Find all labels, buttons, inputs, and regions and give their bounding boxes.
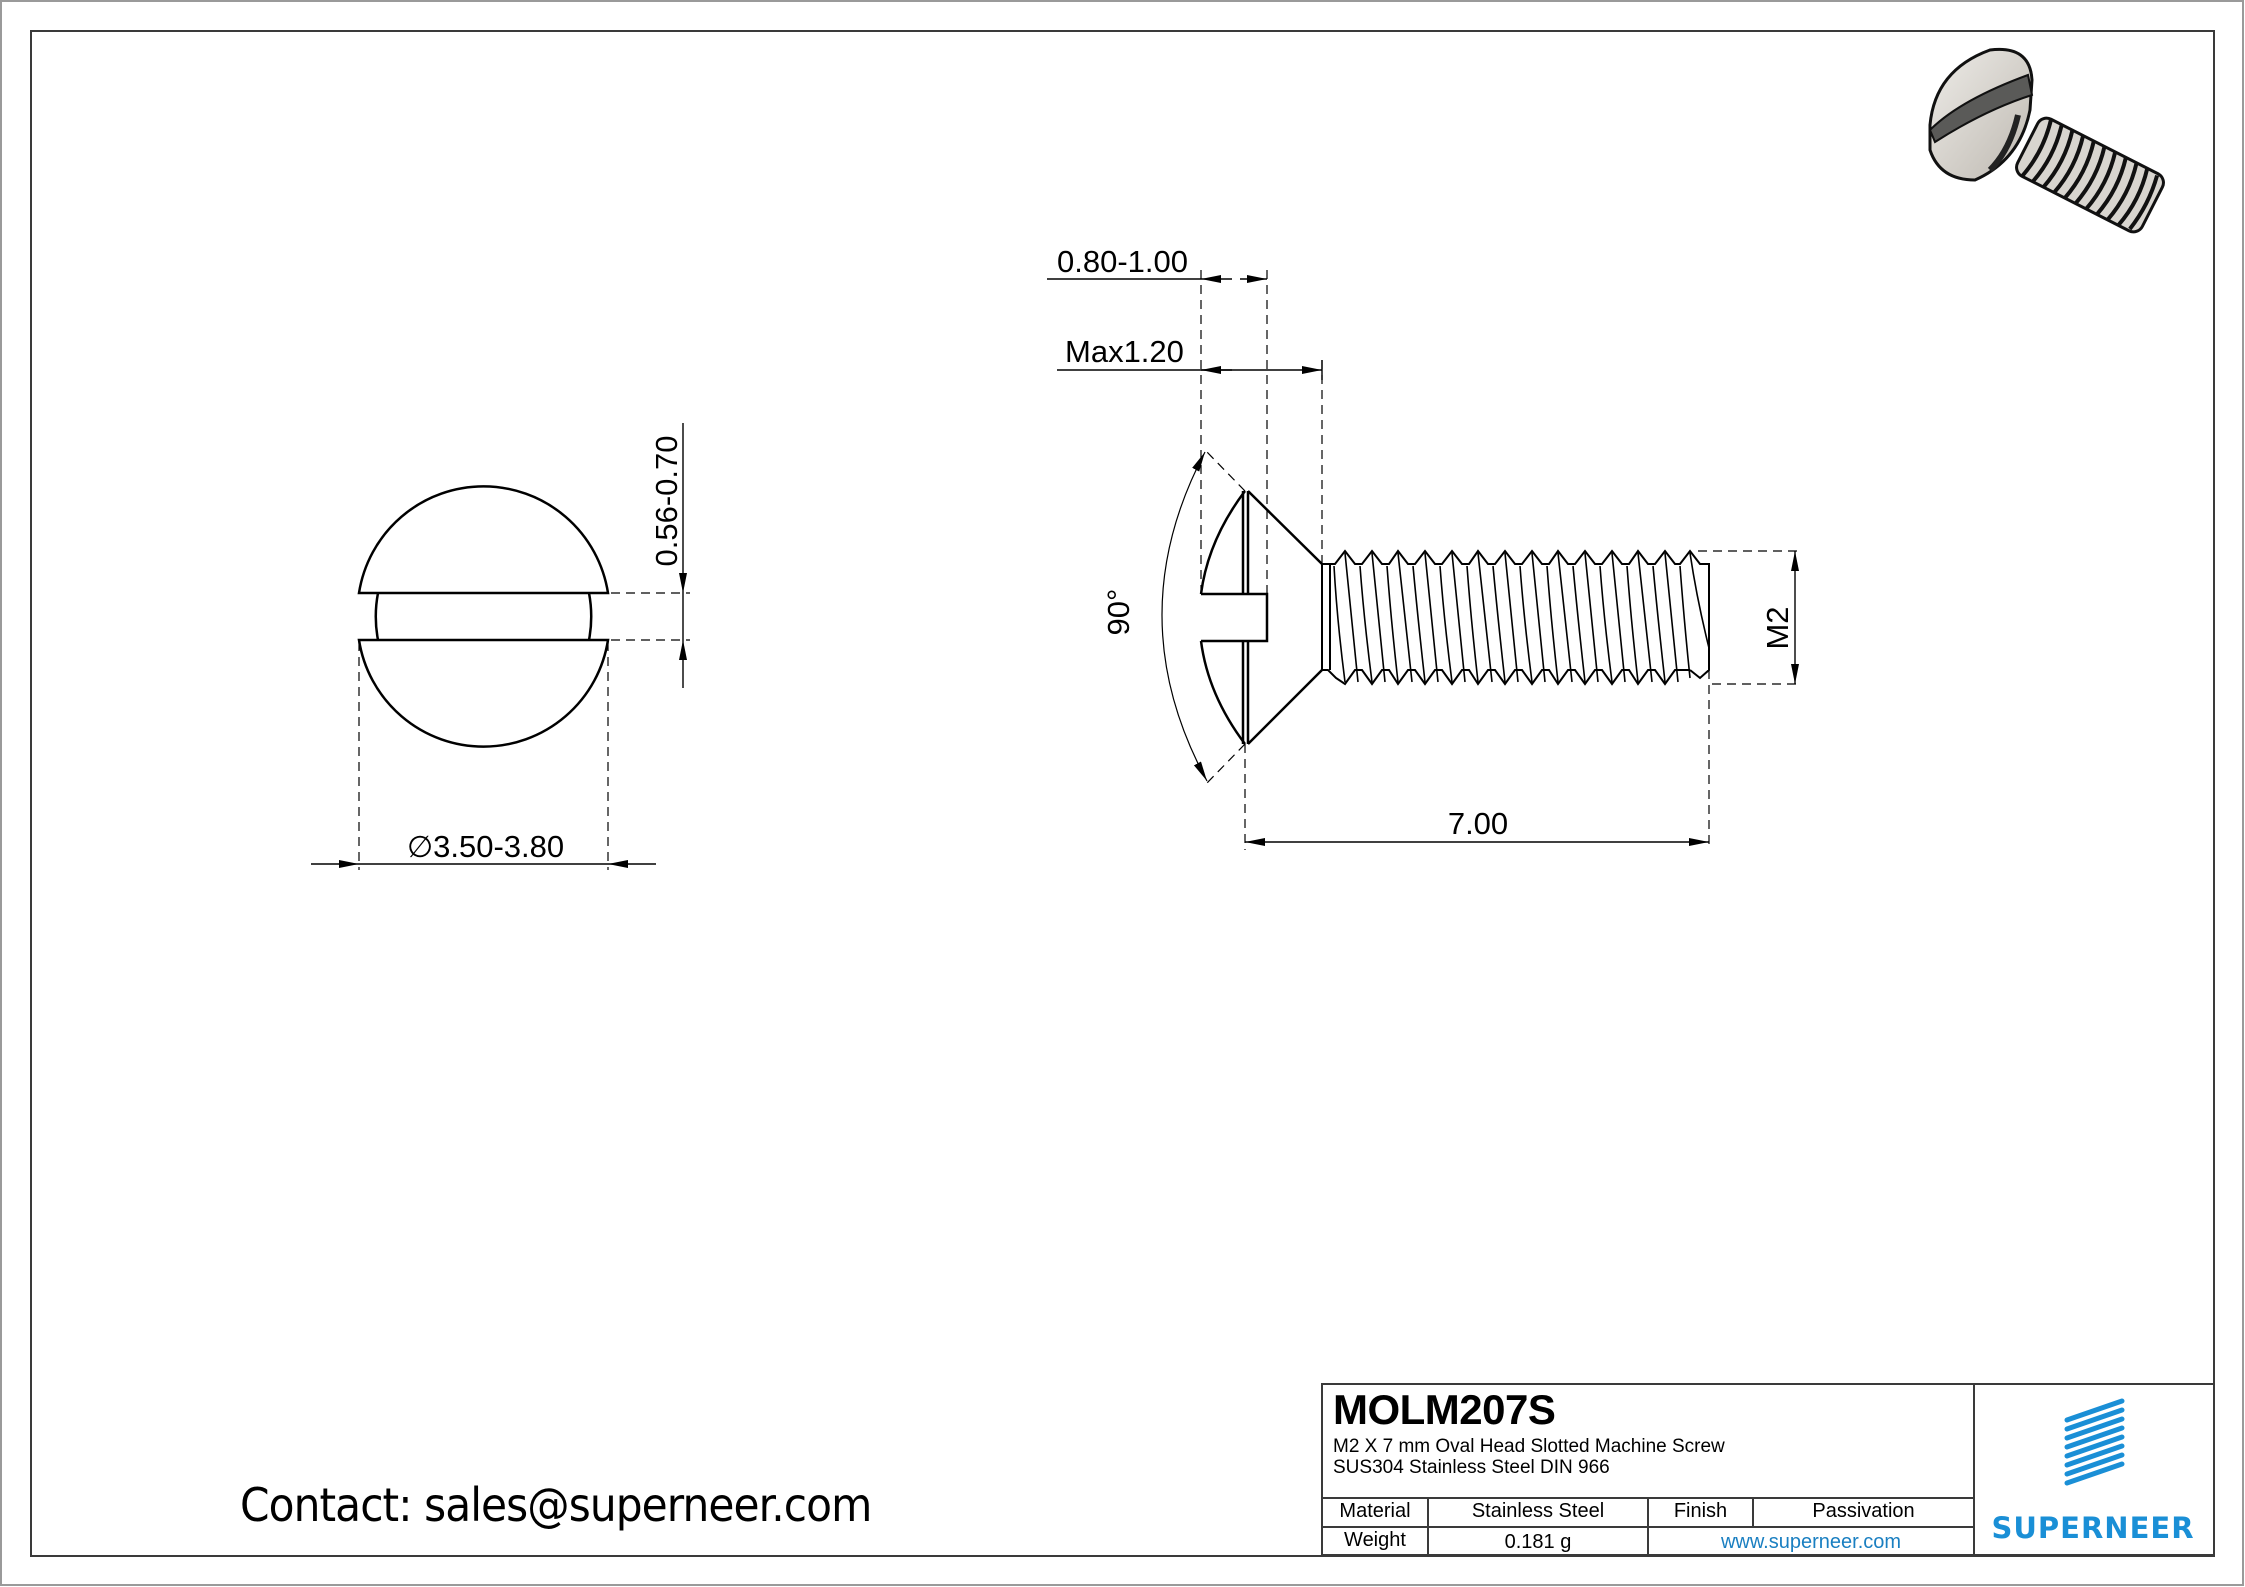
drawing-frame	[30, 30, 2215, 1557]
slot-width-label: 0.56-0.70	[649, 436, 684, 567]
material-value: Stainless Steel	[1471, 1500, 1605, 1522]
finish-value: Passivation	[1812, 1500, 1915, 1522]
weight-value: 0.181 g	[1504, 1531, 1572, 1553]
top-view-extension-lines	[358, 592, 690, 870]
part-description: M2 X 7 mm Oval Head Slotted Machine Scre…	[1333, 1436, 1725, 1478]
thread-diameter-label: M2	[1760, 606, 1795, 649]
part-number: MOLM207S	[1333, 1386, 1556, 1433]
website-link[interactable]: www.superneer.com	[1720, 1531, 1902, 1553]
side-view-thread	[1321, 549, 1710, 686]
weight-label: Weight	[1344, 1529, 1406, 1551]
head-height-dimension	[1057, 360, 1323, 380]
head-top-view	[357, 485, 610, 748]
head-height-label: Max1.20	[1065, 334, 1184, 369]
angle-dimension	[1161, 451, 1208, 782]
material-label: Material	[1339, 1500, 1411, 1522]
title-block	[1321, 1383, 2215, 1556]
angle-label: 90°	[1101, 589, 1136, 636]
head-diameter-label: ∅3.50-3.80	[407, 829, 564, 864]
side-view-extension-lines	[1200, 270, 1800, 850]
slot-depth-label: 0.80-1.00	[1057, 244, 1188, 279]
length-label: 7.00	[1448, 806, 1508, 841]
superneer-logo-mark	[2064, 1398, 2125, 1486]
finish-label: Finish	[1673, 1500, 1728, 1522]
contact-email: Contact: sales@superneer.com	[240, 1478, 872, 1532]
description-line-2: SUS304 Stainless Steel DIN 966	[1333, 1457, 1610, 1478]
superneer-logo-text: SUPERNEER	[1991, 1511, 2195, 1545]
side-view-head	[1199, 490, 1323, 745]
description-line-1: M2 X 7 mm Oval Head Slotted Machine Scre…	[1333, 1436, 1725, 1457]
isometric-screw-render	[1928, 47, 2165, 234]
